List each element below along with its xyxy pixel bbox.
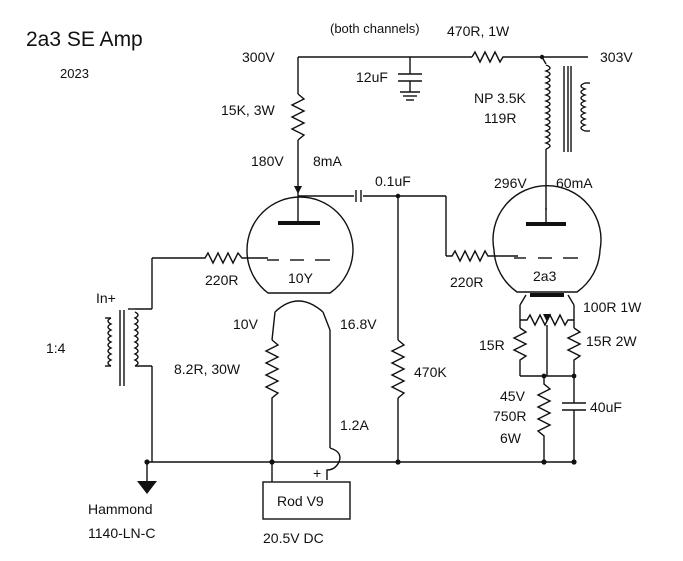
- label-750r: 750R: [493, 408, 526, 424]
- label-supply-plus: +: [313, 465, 321, 481]
- capacitor-12uf: [398, 57, 422, 101]
- label-16-8v: 16.8V: [340, 316, 377, 332]
- supply-box-rod-v9: [262, 481, 351, 520]
- resistor-470r: [471, 50, 506, 64]
- label-12uf: 12uF: [356, 69, 388, 85]
- junction-dot: [395, 459, 401, 465]
- label-100r-1w: 100R 1W: [583, 299, 642, 315]
- input-transformer: [105, 258, 153, 462]
- output-transformer: [541, 56, 590, 210]
- resistor-750r: [536, 376, 552, 462]
- wire-fil-left: [271, 311, 276, 341]
- label-470k: 470K: [414, 364, 447, 380]
- capacitor-40uf: [562, 376, 586, 462]
- junction-dot: [571, 459, 577, 465]
- label-303v: 303V: [600, 49, 633, 65]
- label-220r-output: 220R: [450, 274, 483, 290]
- tube-10y: [246, 195, 354, 313]
- resistor-220r-output: [446, 249, 518, 263]
- label-15r: 15R: [479, 337, 505, 353]
- label-in-plus: In+: [96, 290, 116, 306]
- label-1140-ln-c: 1140-LN-C: [88, 525, 155, 541]
- label-hammond: Hammond: [88, 501, 153, 517]
- junction-dot: [541, 459, 547, 465]
- label-40uf: 40uF: [590, 399, 622, 415]
- label-470r-1w: 470R, 1W: [447, 23, 510, 39]
- resistor-470k: [390, 196, 406, 462]
- tube-2a3: [492, 184, 602, 297]
- label-119r: 119R: [484, 110, 516, 126]
- label-8ma: 8mA: [313, 153, 342, 169]
- label-296v: 296V: [494, 175, 527, 191]
- label-10v: 10V: [233, 316, 259, 332]
- label-rod-v9: Rod V9: [277, 493, 324, 509]
- label-1-2a: 1.2A: [340, 417, 369, 433]
- label-1-4: 1:4: [46, 340, 66, 356]
- year: 2023: [60, 66, 89, 81]
- capacitor-0-1uf: [355, 190, 362, 202]
- label-220r-driver: 220R: [205, 272, 238, 288]
- label-8-2r-30w: 8.2R, 30W: [174, 361, 241, 377]
- label-15k-3w: 15K, 3W: [221, 102, 275, 118]
- label-10y: 10Y: [288, 270, 314, 286]
- wire-fil-right: [322, 311, 331, 331]
- label-15r-2w: 15R 2W: [586, 333, 637, 349]
- label-0-1uf: 0.1uF: [375, 173, 411, 189]
- wire-to-supply: [326, 447, 341, 480]
- ground-symbol: [137, 462, 157, 494]
- label-45v: 45V: [500, 388, 526, 404]
- label-np-3-5k: NP 3.5K: [474, 90, 527, 106]
- resistor-220r-driver: [152, 251, 268, 265]
- resistor-8-2r: [264, 339, 280, 462]
- label-2a3: 2a3: [533, 268, 557, 284]
- label-6w: 6W: [500, 430, 522, 446]
- label-180v: 180V: [251, 153, 284, 169]
- junction-dot: [395, 193, 401, 199]
- label-300v: 300V: [242, 49, 275, 65]
- hum-balance-network: [512, 294, 582, 377]
- label-both-channels: (both channels): [330, 21, 420, 36]
- resistor-15k: [290, 57, 306, 195]
- title: 2a3 SE Amp: [26, 28, 143, 51]
- label-20-5v-dc: 20.5V DC: [263, 530, 324, 546]
- label-60ma: 60mA: [556, 175, 593, 191]
